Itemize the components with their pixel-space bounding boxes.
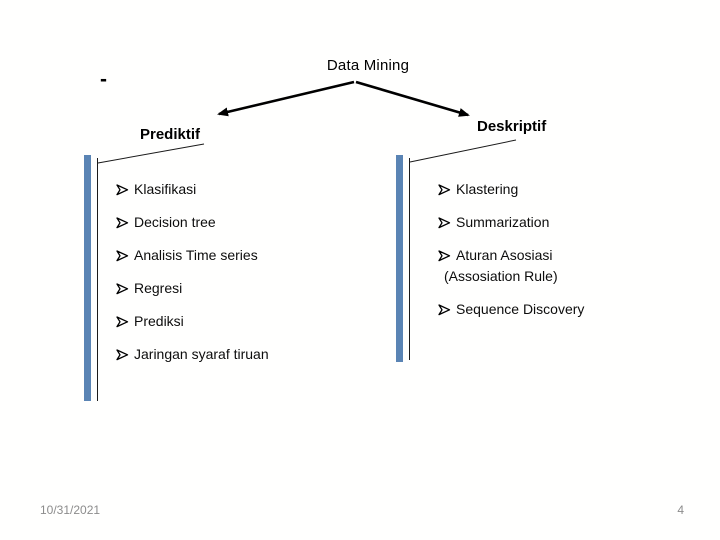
list-item-label: Aturan Asosiasi (Assosiation Rule) [444, 247, 558, 284]
left-callout-leader [97, 143, 205, 164]
list-item: Jaringan syaraf tiruan [116, 344, 396, 365]
list-item-label: Prediksi [134, 313, 184, 329]
list-item-label: Summarization [456, 214, 550, 230]
arrow-bullet-icon [438, 304, 451, 316]
arrow-bullet-icon [116, 184, 129, 196]
right-accent-bar [396, 155, 403, 362]
list-item-label: Analisis Time series [134, 247, 258, 263]
right-callout-leader [409, 139, 517, 163]
list-item-label: Sequence Discovery [456, 301, 585, 317]
list-item: Summarization [438, 212, 700, 233]
list-item-label: Klastering [456, 181, 519, 197]
branch-label-prediktif: Prediktif [140, 126, 201, 143]
list-item-label: Regresi [134, 280, 183, 296]
list-item: Aturan Asosiasi (Assosiation Rule) [438, 245, 700, 287]
list-item: Prediksi [116, 311, 396, 332]
list-item: Klastering [438, 179, 700, 200]
arrow-bullet-icon [438, 217, 451, 229]
arrow-bullet-icon [116, 349, 129, 361]
arrow-bullet-icon [116, 316, 129, 328]
list-item-label: Klasifikasi [134, 181, 197, 197]
branch-label-deskriptif: Deskriptif [477, 118, 547, 135]
arrow-bullet-icon [438, 184, 451, 196]
list-item: Analisis Time series [116, 245, 396, 266]
arrow-bullet-icon [116, 217, 129, 229]
list-item: Decision tree [116, 212, 396, 233]
left-accent-bar [84, 155, 91, 401]
arrow-bullet-icon [116, 250, 129, 262]
prediktif-list: Klasifikasi Decision tree Analisis Time … [116, 179, 396, 377]
list-item: Klasifikasi [116, 179, 396, 200]
deskriptif-list: Klastering Summarization Aturan Asosiasi… [438, 179, 700, 332]
list-item: Regresi [116, 278, 396, 299]
diagram-root-label: Data Mining [326, 57, 410, 74]
list-item: Sequence Discovery [438, 299, 700, 320]
slide-page-number: 4 [677, 503, 684, 517]
dash-mark: - [100, 68, 107, 91]
arrow-to-prediktif [217, 80, 355, 117]
slide-date: 10/31/2021 [40, 503, 101, 517]
list-item-label: Decision tree [134, 214, 216, 230]
list-item-label: Jaringan syaraf tiruan [134, 346, 269, 362]
arrow-bullet-icon [116, 283, 129, 295]
arrow-to-deskriptif [355, 80, 470, 117]
arrow-bullet-icon [438, 250, 451, 262]
